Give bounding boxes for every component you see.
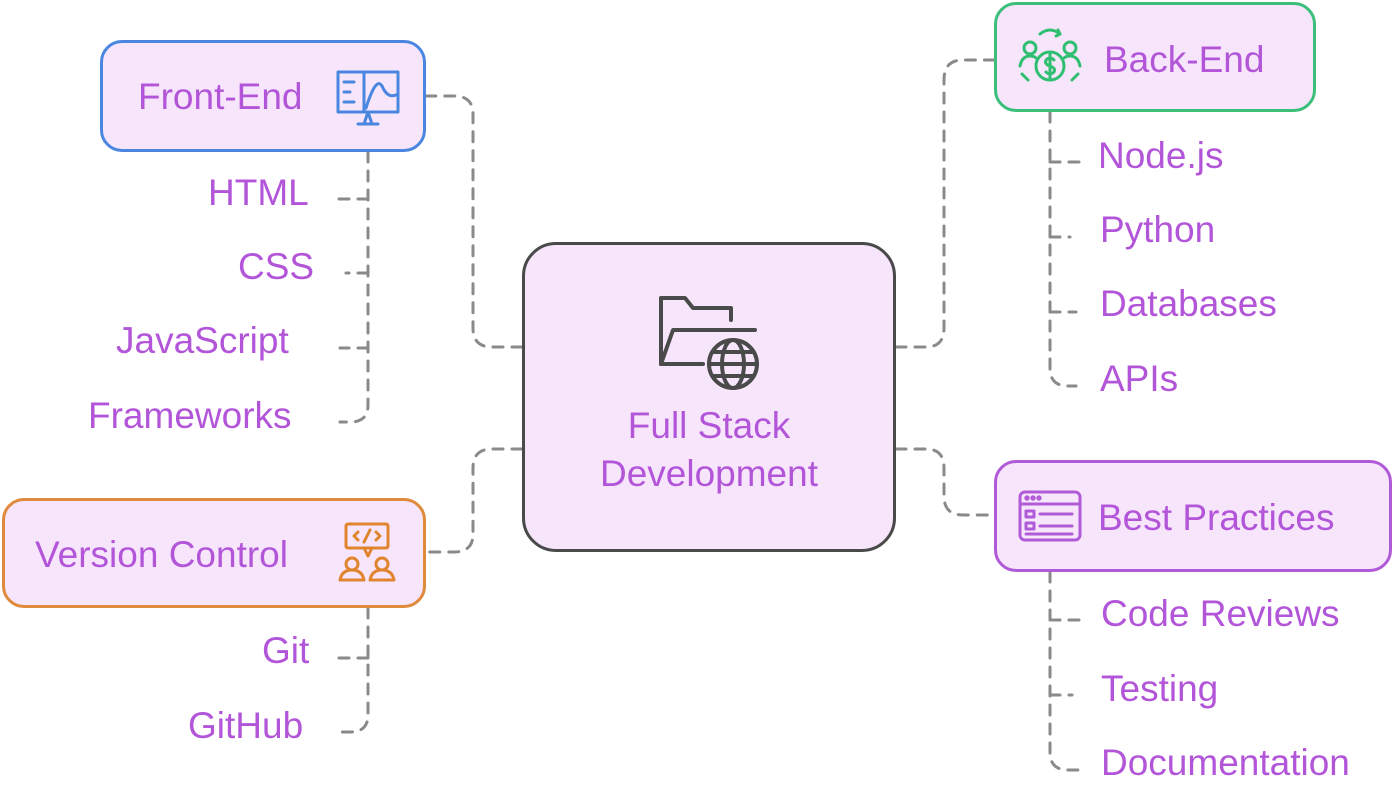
server-money-icon (1018, 28, 1082, 82)
browser-window-icon (1018, 490, 1082, 542)
best-practices-label: Best Practices (1098, 497, 1335, 538)
frontend-item-javascript: JavaScript (116, 320, 289, 361)
version-control-item-github: GitHub (188, 705, 304, 746)
connector-center-version-control (424, 447, 524, 554)
best-practices-node[interactable] (994, 460, 1392, 572)
frontend-label: Front-End (138, 76, 303, 117)
backend-item-databases: Databases (1100, 283, 1277, 324)
center-node[interactable] (522, 242, 896, 552)
center-title-line1: Full Stack (627, 405, 791, 446)
center-title: Full Stack Development (522, 402, 896, 498)
frontend-item-html: HTML (208, 172, 309, 213)
folder-globe-icon (659, 296, 759, 390)
version-control-node[interactable] (2, 498, 426, 608)
best-practices-item-code-reviews: Code Reviews (1101, 593, 1340, 634)
best-practices-item-testing: Testing (1101, 668, 1219, 709)
center-title-line2: Development (599, 453, 818, 494)
code-collaboration-icon (338, 522, 396, 582)
connector-center-backend (894, 58, 996, 349)
backend-item-apis: APIs (1100, 358, 1179, 399)
connector-vc-trunk (338, 606, 370, 734)
backend-label: Back-End (1104, 39, 1265, 80)
frontend-node[interactable] (100, 40, 426, 152)
connector-backend-trunk (1048, 110, 1078, 388)
version-control-label: Version Control (35, 534, 288, 575)
frontend-item-frameworks: Frameworks (88, 395, 292, 436)
best-practices-item-documentation: Documentation (1101, 742, 1350, 783)
frontend-item-css: CSS (238, 246, 315, 287)
connector-center-frontend (424, 94, 524, 349)
version-control-item-git: Git (262, 630, 310, 671)
backend-item-python: Python (1100, 209, 1216, 250)
backend-item-nodejs: Node.js (1098, 135, 1224, 176)
monitor-design-icon (336, 70, 400, 126)
connector-frontend-trunk (338, 150, 370, 424)
connector-center-best-practices (894, 447, 996, 517)
connector-bp-trunk (1048, 570, 1082, 772)
